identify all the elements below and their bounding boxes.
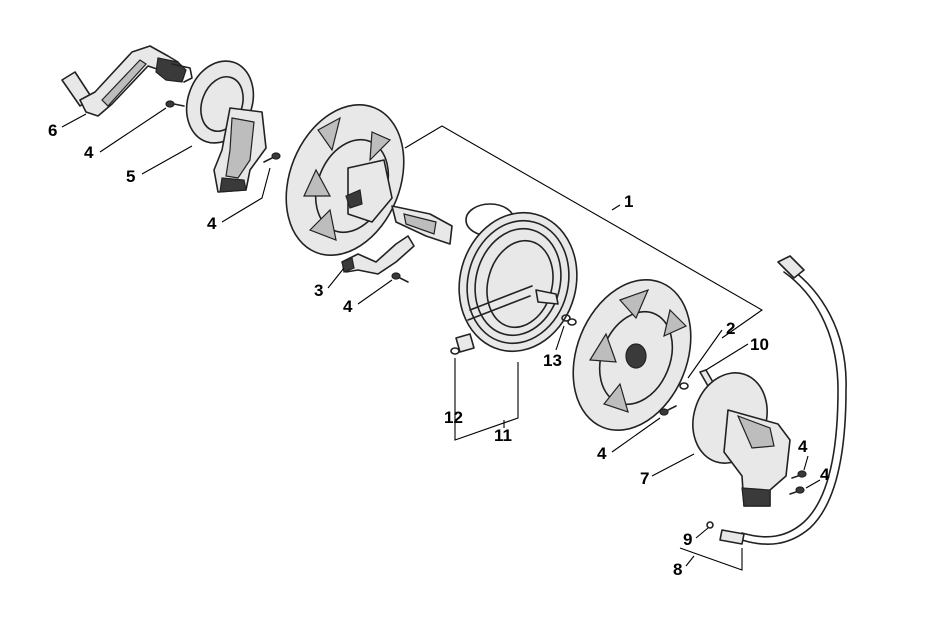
callout-10: 10 (750, 335, 769, 354)
callout-9: 9 (683, 530, 692, 549)
crank-handle-part (61, 45, 193, 117)
o-ring-12-part (450, 347, 460, 355)
screw-4d-part (659, 405, 677, 416)
right-reel-disc-part (572, 279, 692, 431)
screw-4f-part (789, 486, 805, 495)
hose-drum-part (455, 203, 578, 353)
callout-4e: 4 (798, 437, 808, 456)
callout-6: 6 (48, 121, 57, 140)
callout-8: 8 (673, 560, 682, 579)
callout-12: 12 (444, 408, 463, 427)
callout-4d: 4 (597, 444, 607, 463)
screw-4b-part (263, 152, 281, 163)
callout-5: 5 (126, 167, 135, 186)
screw-4a-part (165, 100, 185, 108)
callout-4f: 4 (820, 465, 830, 484)
callout-1: 1 (624, 192, 633, 211)
callout-labels: 1 2 3 4 4 4 4 4 4 5 6 7 8 9 10 11 12 13 (48, 121, 830, 579)
callout-13: 13 (543, 351, 562, 370)
hub-shaft-part (391, 205, 453, 245)
connector-hose-part (706, 255, 847, 546)
callout-3: 3 (314, 281, 323, 300)
o-ring-13-part (561, 314, 577, 326)
callout-4b: 4 (207, 214, 217, 233)
callout-4c: 4 (343, 297, 353, 316)
screw-4c-part (391, 272, 409, 283)
callout-4a: 4 (84, 143, 94, 162)
leader-lines (61, 107, 821, 571)
swivel-housing-part (692, 372, 791, 507)
screw-4e-part (791, 470, 807, 479)
left-reel-disc-part (285, 104, 405, 256)
ring-2-part (679, 382, 689, 390)
callout-11: 11 (494, 426, 512, 445)
support-bracket-part (341, 235, 415, 275)
callout-7: 7 (640, 469, 649, 488)
callout-2: 2 (726, 319, 735, 338)
hub-bracket-part (185, 60, 267, 193)
